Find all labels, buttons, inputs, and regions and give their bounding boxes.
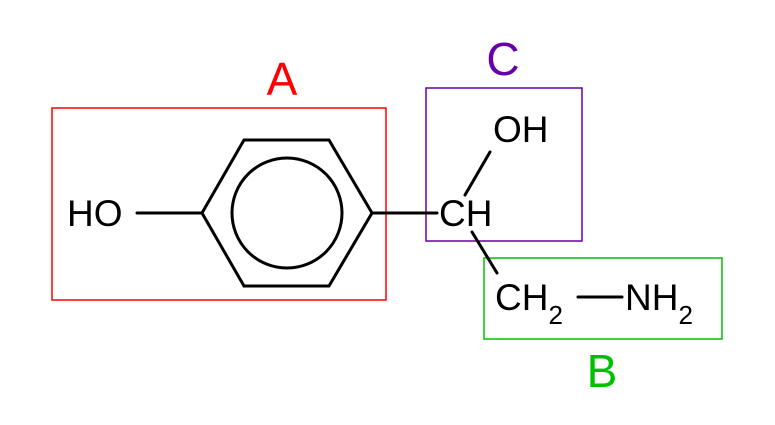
ch2-subscript: 2: [548, 300, 562, 330]
group-c-label: C: [486, 33, 519, 85]
group-b-box: [483, 257, 723, 340]
ch2-main: CH: [495, 277, 548, 318]
ho-label: HO: [67, 193, 123, 234]
nh2-label: NH2: [625, 277, 693, 330]
oh-label: OH: [493, 109, 549, 150]
ch-oh-bond: [463, 150, 492, 197]
ch2-label: CH2: [495, 277, 563, 330]
ch-label: CH: [439, 193, 492, 234]
ch-ch2-bond: [470, 230, 499, 275]
aromatic-circle: [230, 156, 344, 270]
group-a-box: [51, 107, 387, 301]
group-a-label: A: [267, 53, 298, 105]
benzene-ring: [200, 138, 374, 288]
group-b-label: B: [587, 345, 618, 397]
nh2-subscript: 2: [678, 300, 692, 330]
group-c-box: [425, 87, 583, 242]
nh2-main: NH: [625, 277, 678, 318]
